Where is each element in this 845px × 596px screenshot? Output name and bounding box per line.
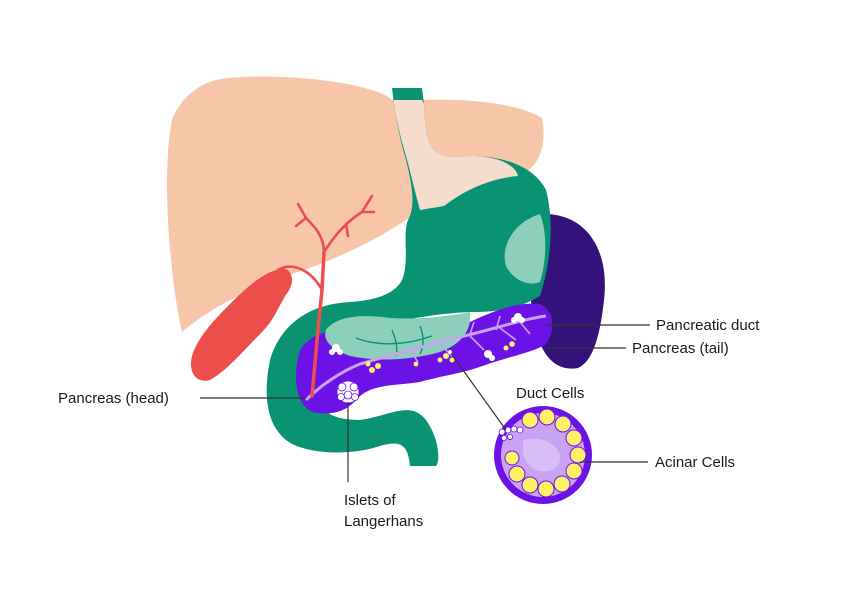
acinar-clusters <box>365 341 515 373</box>
leader-duct-cells <box>449 351 507 431</box>
duct-cells-dots <box>498 425 524 441</box>
stomach-overlap-region <box>325 312 471 360</box>
acinus-inset <box>494 406 592 504</box>
pancreatic-duct-branches <box>409 315 531 363</box>
duct-cells-point <box>448 350 452 354</box>
liver-stomach-overlap <box>394 100 518 210</box>
islet-small <box>329 313 525 380</box>
label-pancreatic-duct: Pancreatic duct <box>656 317 760 334</box>
acinus-lumen <box>522 438 561 472</box>
label-pancreas-head: Pancreas (head) <box>58 390 169 407</box>
gallbladder-shape <box>190 268 292 381</box>
liver-shape <box>166 76 544 332</box>
label-islets-line1: Islets of <box>344 492 397 509</box>
label-duct-cells: Duct Cells <box>516 385 584 402</box>
acinar-cells <box>504 408 587 498</box>
label-pancreas-tail: Pancreas (tail) <box>632 340 729 357</box>
bile-duct <box>310 250 326 398</box>
islet-large <box>336 380 360 404</box>
label-acinar-cells: Acinar Cells <box>655 454 735 471</box>
stomach-spleen-overlap <box>504 214 546 284</box>
leader-lines <box>200 324 650 482</box>
label-islets-line2: Langerhans <box>344 513 423 530</box>
bile-duct-branches <box>276 194 376 292</box>
